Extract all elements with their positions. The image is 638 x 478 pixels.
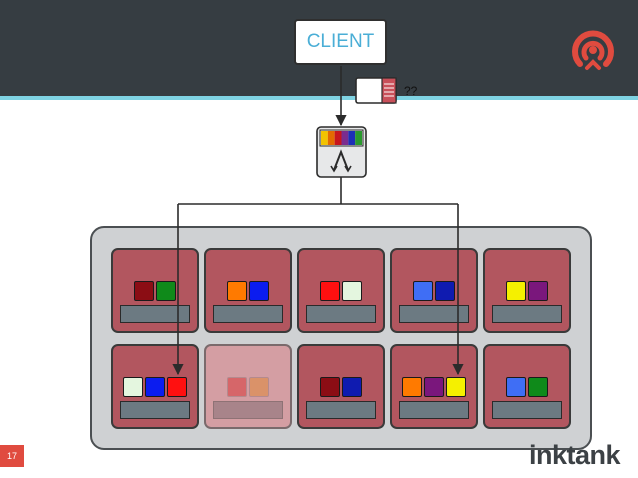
object-group bbox=[299, 281, 383, 301]
object-square bbox=[249, 281, 269, 301]
object-group bbox=[113, 281, 197, 301]
crush-stripe bbox=[321, 131, 328, 145]
object-square bbox=[227, 281, 247, 301]
osd-node bbox=[483, 248, 571, 333]
crush-stripe bbox=[348, 131, 356, 145]
object-square bbox=[342, 377, 362, 397]
crush-box bbox=[316, 126, 367, 178]
osd-node bbox=[204, 344, 292, 429]
header-accent-stripe bbox=[0, 96, 638, 100]
osd-node bbox=[204, 248, 292, 333]
osd-node bbox=[111, 344, 199, 429]
object-icon bbox=[355, 77, 397, 104]
object-square bbox=[320, 377, 340, 397]
object-square bbox=[123, 377, 143, 397]
crush-stripe bbox=[355, 131, 362, 145]
osd-node bbox=[390, 344, 478, 429]
object-square bbox=[134, 281, 154, 301]
osd-node bbox=[297, 248, 385, 333]
object-group bbox=[485, 377, 569, 397]
object-group bbox=[299, 377, 383, 397]
slide-number: 17 bbox=[0, 445, 24, 467]
object-square bbox=[424, 377, 444, 397]
object-group bbox=[113, 377, 197, 397]
unknown-placement-label: ?? bbox=[404, 84, 418, 98]
disk-bar bbox=[213, 305, 283, 323]
disk-bar bbox=[399, 305, 469, 323]
disk-bar bbox=[213, 401, 283, 419]
disk-bar bbox=[120, 401, 190, 419]
object-square bbox=[506, 377, 526, 397]
object-square bbox=[435, 281, 455, 301]
object-group bbox=[485, 281, 569, 301]
inktank-logo: inktank bbox=[529, 440, 621, 470]
object-square bbox=[528, 281, 548, 301]
object-group bbox=[206, 377, 290, 397]
object-square bbox=[167, 377, 187, 397]
ceph-logo-icon bbox=[572, 30, 614, 70]
object-square bbox=[320, 281, 340, 301]
object-square bbox=[402, 377, 422, 397]
object-square bbox=[528, 377, 548, 397]
disk-bar bbox=[492, 401, 562, 419]
crush-stripe bbox=[327, 131, 335, 145]
object-square bbox=[249, 377, 269, 397]
osd-node bbox=[297, 344, 385, 429]
disk-bar bbox=[306, 401, 376, 419]
object-square bbox=[413, 281, 433, 301]
cluster-container bbox=[90, 226, 592, 450]
osd-node bbox=[483, 344, 571, 429]
client-box: CLIENT bbox=[294, 19, 387, 65]
object-square bbox=[156, 281, 176, 301]
object-square bbox=[227, 377, 247, 397]
disk-bar bbox=[306, 305, 376, 323]
object-group bbox=[206, 281, 290, 301]
object-group bbox=[392, 377, 476, 397]
osd-node bbox=[390, 248, 478, 333]
crush-split-arrows-icon bbox=[333, 149, 349, 171]
crush-stripe bbox=[334, 131, 342, 145]
object-square bbox=[506, 281, 526, 301]
object-group bbox=[392, 281, 476, 301]
object-square bbox=[446, 377, 466, 397]
disk-bar bbox=[492, 305, 562, 323]
osd-node bbox=[111, 248, 199, 333]
disk-bar bbox=[120, 305, 190, 323]
crush-stripe bbox=[341, 131, 349, 145]
disk-bar bbox=[399, 401, 469, 419]
object-square bbox=[342, 281, 362, 301]
object-square bbox=[145, 377, 165, 397]
